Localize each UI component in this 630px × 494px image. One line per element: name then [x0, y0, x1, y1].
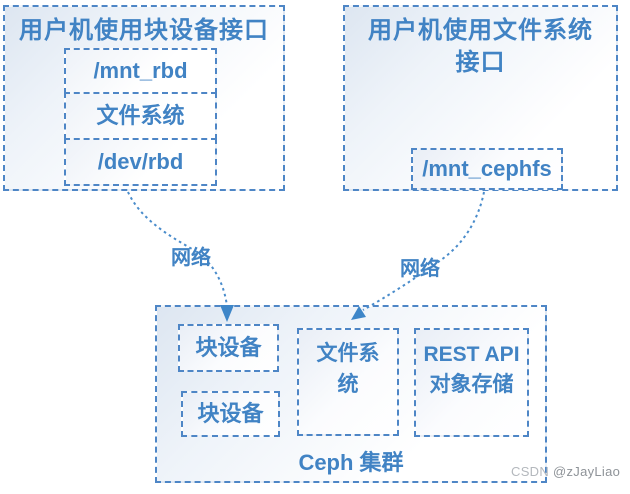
watermark: CSDN @zJayLiao: [511, 464, 620, 479]
panel-title-fs-interface: 用户机使用文件系统接口: [368, 17, 593, 76]
ceph-cluster-panel: 块设备 块设备 文件系统 REST API 对象存储 Ceph 集群: [155, 305, 547, 483]
network-label-left: 网络: [171, 247, 211, 269]
cluster-node-block-device-1: 块设备: [178, 324, 279, 372]
panel-title-block-interface: 用户机使用块设备接口: [19, 17, 269, 44]
network-arrow-right: [362, 191, 485, 311]
watermark-brand: CSDN: [511, 464, 550, 479]
filesystem-layer: 文件系统: [64, 92, 217, 140]
client-fs-interface-panel: 用户机使用文件系统接口 /mnt_cephfs: [343, 5, 618, 191]
watermark-user: @zJayLiao: [552, 464, 621, 479]
cluster-node-rest-api-object-store: REST API 对象存储: [414, 328, 529, 437]
device-dev-rbd: /dev/rbd: [64, 138, 217, 186]
network-label-right: 网络: [400, 258, 440, 280]
cluster-title: Ceph 集群: [298, 450, 404, 475]
mount-point-mnt-rbd: /mnt_rbd: [64, 48, 217, 94]
block-interface-stack: /mnt_rbd 文件系统 /dev/rbd: [64, 48, 217, 186]
mount-point-mnt-cephfs: /mnt_cephfs: [411, 148, 563, 190]
cluster-node-filesystem: 文件系统: [297, 328, 399, 436]
cluster-node-block-device-2: 块设备: [181, 391, 280, 437]
